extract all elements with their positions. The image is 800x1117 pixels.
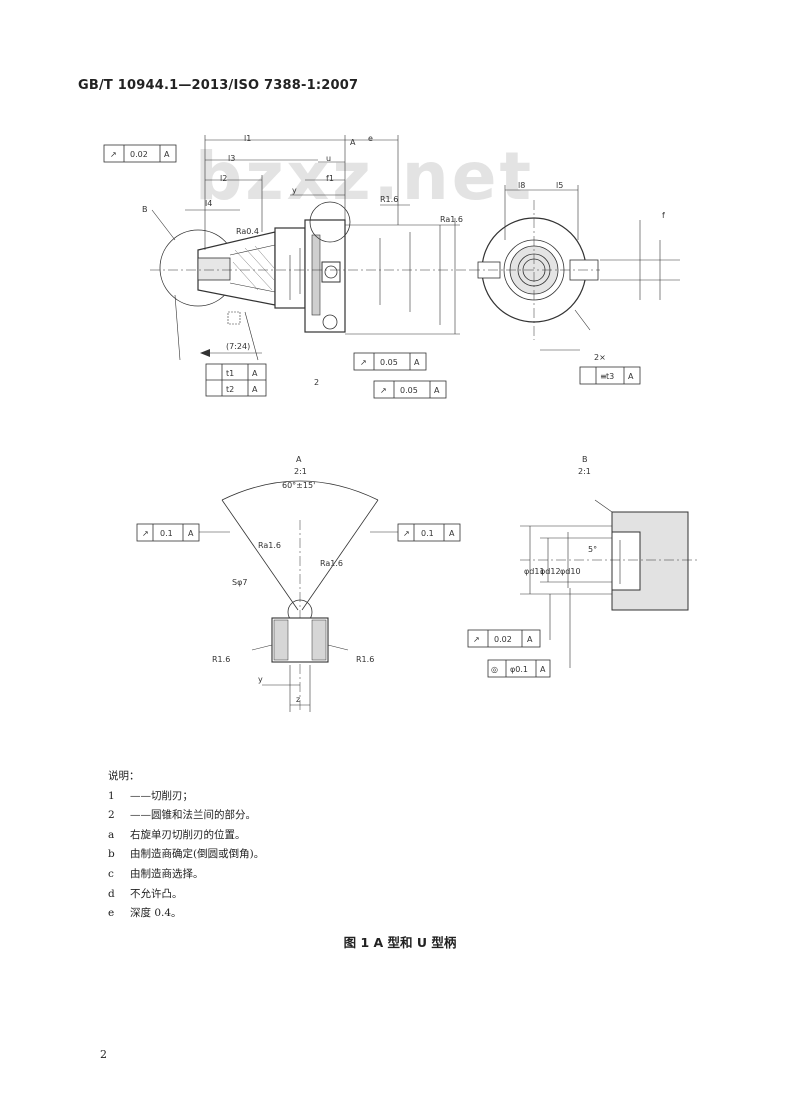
svg-text:≡: ≡ [600,372,607,381]
svg-text:Ra1.6: Ra1.6 [440,215,463,224]
label-two: 2 [314,378,319,387]
main-side-view [103,135,470,399]
detail-a-angle: 60°±15' [282,481,315,490]
detail-a-title: A [296,455,302,464]
svg-text:R1.6: R1.6 [356,655,374,664]
detail-b-scale: 2:1 [578,467,591,476]
tol-top-value: 0.02 [130,150,148,159]
svg-text:A: A [252,369,258,378]
standard-header: GB/T 10944.1—2013/ISO 7388-1:2007 [78,78,359,93]
svg-text:R1.6: R1.6 [212,655,230,664]
detail-b-view [467,499,700,678]
svg-text:↗: ↗ [473,635,480,644]
svg-text:l3: l3 [228,154,235,163]
svg-text:φd12: φd12 [540,567,561,576]
detail-a-scale: 2:1 [294,467,307,476]
svg-text:u: u [326,154,331,163]
svg-text:A: A [434,386,440,395]
svg-text:◎: ◎ [491,665,498,674]
svg-text:B: B [142,205,148,214]
svg-text:Ra1.6: Ra1.6 [258,541,281,550]
svg-text:0.02: 0.02 [494,635,512,644]
svg-text:A: A [449,529,455,538]
svg-text:Ra0.4: Ra0.4 [236,227,259,236]
watermark: bzxz.net [195,138,535,215]
tol-mid2-value: 0.05 [400,386,418,395]
svg-text:A: A [350,138,356,147]
svg-text:R1.6: R1.6 [380,195,398,204]
svg-text:φ0.1: φ0.1 [510,665,528,674]
page-number: 2 [100,1048,107,1061]
svg-text:A: A [628,372,634,381]
svg-text:t3: t3 [606,372,614,381]
end-view [470,185,680,385]
svg-text:A: A [252,385,258,394]
svg-text:y: y [258,675,263,684]
svg-text:z: z [296,695,300,704]
svg-text:↗: ↗ [142,529,149,538]
svg-text:5°: 5° [588,545,597,554]
legend-item: 2——圆锥和法兰间的部分。 [108,809,256,822]
svg-text:l4: l4 [205,199,212,208]
svg-text:2×: 2× [594,353,606,362]
svg-text:l1: l1 [244,134,251,143]
sym-t2: t2 [226,385,234,394]
svg-text:l8: l8 [518,181,525,190]
svg-text:↗: ↗ [403,529,410,538]
svg-text:f: f [662,211,665,220]
legend-item: 1——切削刃； [108,789,193,802]
svg-text:e: e [368,134,373,143]
svg-text:y: y [292,186,297,195]
svg-text:↗: ↗ [110,150,117,159]
technical-drawing: ↗ 0.02 A ↗ 0.05 A ↗ 0.05 A t1 t2 A A (7:… [103,134,700,712]
svg-text:↗: ↗ [360,358,367,367]
svg-text:l5: l5 [556,181,563,190]
svg-text:0.1: 0.1 [160,529,173,538]
svg-text:A: A [414,358,420,367]
tol-mid-value: 0.05 [380,358,398,367]
svg-text:φd11: φd11 [524,567,545,576]
svg-text:A: A [188,529,194,538]
svg-text:Sφ7: Sφ7 [232,578,247,587]
legend-title: 说明： [108,770,140,782]
svg-text:Ra1.6: Ra1.6 [320,559,343,568]
svg-text:0.1: 0.1 [421,529,434,538]
svg-text:A: A [540,665,546,674]
svg-text:φd10: φd10 [560,567,581,576]
sym-t1: t1 [226,369,234,378]
svg-text:A: A [527,635,533,644]
figure-caption: 图 1 A 型和 U 型柄 [343,935,457,950]
taper-ratio: (7:24) [226,342,250,351]
detail-b-title: B [582,455,588,464]
datum-a: A [164,150,170,159]
detail-a-view [136,480,461,712]
svg-text:l2: l2 [220,174,227,183]
svg-text:f1: f1 [326,174,334,183]
svg-text:↗: ↗ [380,386,387,395]
